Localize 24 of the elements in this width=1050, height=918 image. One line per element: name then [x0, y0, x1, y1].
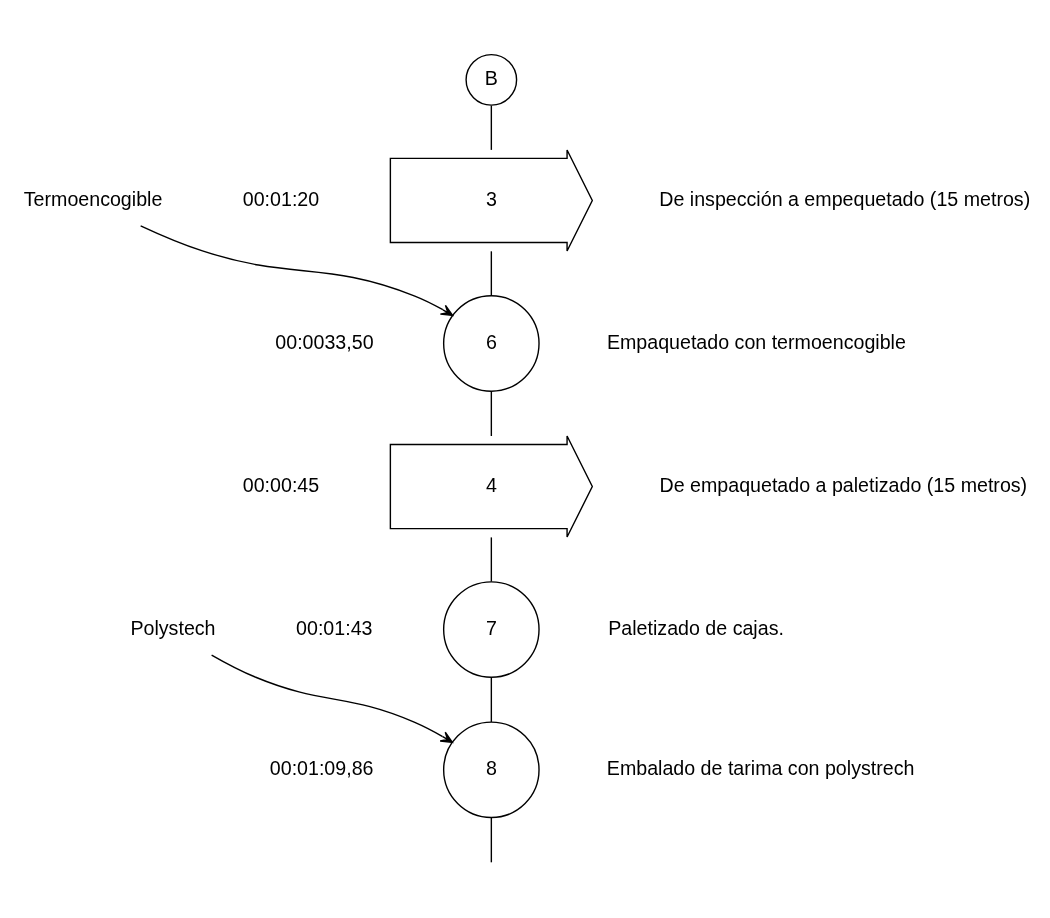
connector — [490, 676, 493, 723]
node-label: Empaquetado con termoencogible — [606, 330, 906, 353]
node-circle: B — [465, 53, 518, 106]
connector — [490, 250, 493, 297]
node-label: 00:01:20 — [242, 187, 320, 210]
node-label: De inspección a empequetado (15 metros) — [659, 187, 1031, 210]
connector — [490, 536, 493, 583]
node-circle: 8 — [442, 721, 540, 819]
node-label: 00:01:09,86 — [269, 757, 374, 780]
node-text: Termoencogible — [23, 187, 163, 210]
node-label: Paletizado de cajas. — [608, 616, 784, 639]
node-label: 00:00:45 — [242, 473, 320, 496]
connector — [490, 817, 493, 863]
connector — [490, 104, 493, 151]
connector — [490, 390, 493, 437]
node-label: 00:0033,50 — [275, 330, 374, 353]
node-label: Embalado de tarima con polystrech — [606, 757, 915, 780]
arrow — [210, 654, 454, 744]
node-label: De empaquetado a paletizado (15 metros) — [659, 473, 1028, 496]
node-circle: 7 — [442, 581, 540, 678]
node-text: Polystech — [130, 616, 216, 639]
arrow — [139, 225, 454, 317]
node-label: 00:01:43 — [296, 616, 373, 639]
node-circle: 6 — [442, 295, 540, 392]
